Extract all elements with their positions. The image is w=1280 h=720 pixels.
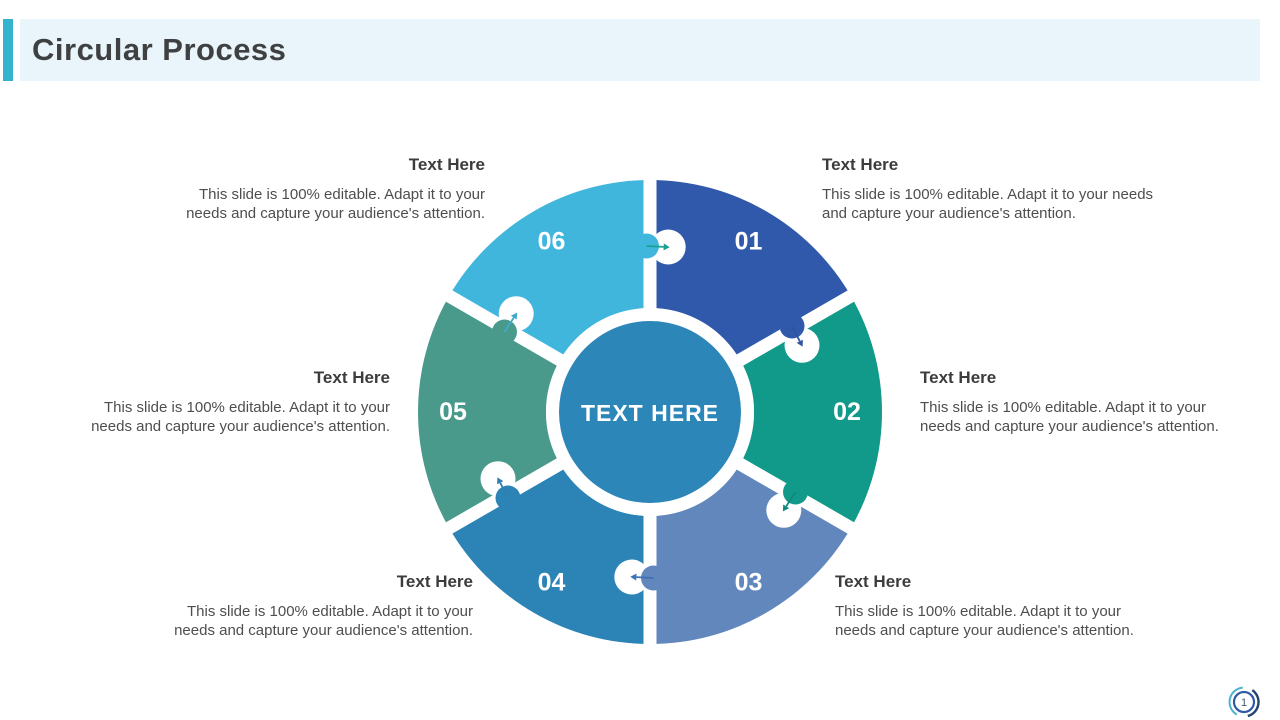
flow-arrow xyxy=(791,325,801,342)
text-block-03: Text Here This slide is 100% editable. A… xyxy=(835,572,1165,640)
text-block-body: This slide is 100% editable. Adapt it to… xyxy=(91,399,390,435)
segment-01 xyxy=(650,180,851,360)
flow-arrow-head xyxy=(782,504,790,512)
flow-arrow xyxy=(646,245,664,248)
text-block-01: Text Here This slide is 100% editable. A… xyxy=(822,155,1157,223)
flow-arrow-head xyxy=(663,243,670,251)
page-number-badge: 1 xyxy=(1228,686,1260,718)
text-block-heading: Text Here xyxy=(313,368,390,387)
segment-04 xyxy=(449,464,650,644)
segment-number-02: 02 xyxy=(833,398,861,426)
title-accent-bar xyxy=(3,19,13,81)
flow-arrow-head xyxy=(630,573,637,581)
center-label: TEXT HERE xyxy=(581,400,719,426)
text-block-body: This slide is 100% editable. Adapt it to… xyxy=(835,603,1134,639)
segment-number-01: 01 xyxy=(735,227,763,255)
text-block-heading: Text Here xyxy=(920,368,997,387)
text-block-02: Text Here This slide is 100% editable. A… xyxy=(920,368,1242,436)
text-block-06: Text Here This slide is 100% editable. A… xyxy=(160,155,485,223)
flow-arrow-head xyxy=(510,312,518,320)
segment-number-05: 05 xyxy=(439,398,467,426)
text-block-heading: Text Here xyxy=(408,155,485,174)
text-block-body: This slide is 100% editable. Adapt it to… xyxy=(186,186,485,222)
text-block-body: This slide is 100% editable. Adapt it to… xyxy=(920,399,1219,435)
badge-arc-teal xyxy=(1228,686,1243,716)
page-title: Circular Process xyxy=(32,32,287,67)
flow-arrow xyxy=(785,491,797,507)
segment-02 xyxy=(740,296,882,528)
text-block-04: Text Here This slide is 100% editable. A… xyxy=(150,572,473,640)
flow-arrow xyxy=(503,317,515,333)
flow-arrow xyxy=(636,576,654,579)
badge-arc-navy xyxy=(1247,689,1260,718)
center-circle xyxy=(559,321,741,503)
text-block-heading: Text Here xyxy=(835,572,912,591)
flow-arrow xyxy=(499,482,509,499)
flow-arrow-head xyxy=(497,477,504,485)
text-block-body: This slide is 100% editable. Adapt it to… xyxy=(822,186,1154,222)
title-strip: Circular Process xyxy=(20,19,1260,81)
text-block-05: Text Here This slide is 100% editable. A… xyxy=(78,368,390,436)
text-block-heading: Text Here xyxy=(822,155,899,174)
text-block-heading: Text Here xyxy=(396,572,473,591)
segment-number-03: 03 xyxy=(735,569,763,597)
segment-05 xyxy=(418,296,560,528)
flow-arrow-head xyxy=(796,339,803,347)
page-number: 1 xyxy=(1241,697,1247,709)
text-block-body: This slide is 100% editable. Adapt it to… xyxy=(174,603,473,639)
segment-number-06: 06 xyxy=(538,227,566,255)
badge-ring xyxy=(1232,690,1256,714)
segment-number-04: 04 xyxy=(538,569,566,597)
